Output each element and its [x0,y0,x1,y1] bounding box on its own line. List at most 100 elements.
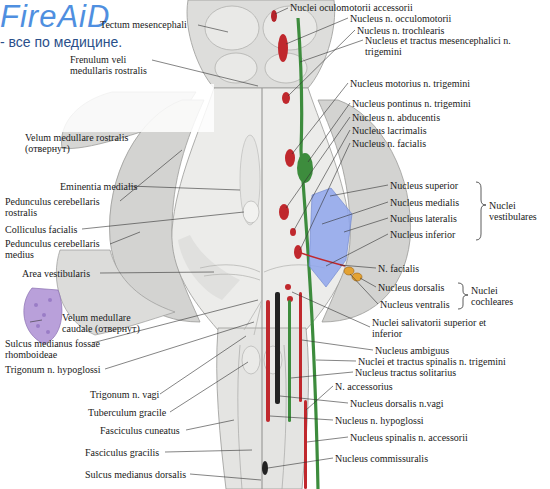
nucleus-red [304,400,307,489]
part-label: Fasciculus cuneatus [100,425,180,436]
part-label: Nucleus n. occulomotorii [350,13,451,24]
leader-line [340,265,376,268]
leader-line [286,117,350,208]
leader-line [110,232,140,244]
leader-line [292,83,348,154]
leader-line [280,396,348,403]
leader-line [120,150,182,201]
leader-line [350,274,378,304]
facial-nerve [298,252,345,266]
leader-line [300,143,350,250]
leader-line [165,450,252,452]
part-label: Nuclei vestibulares [489,200,549,222]
part-label: Nuclei salivatorii superior et inferior [372,317,492,339]
colliculus-facialis [243,201,259,223]
part-label: Frenulum veli medullaris rostralis [70,54,165,76]
leader-line [291,372,353,378]
part-label: Nucleus n. abducentis [352,112,440,123]
part-label: Nucleus n. facialis [352,138,426,149]
leader-line [306,386,333,410]
part-label: Velum medullare caudale (отвернут) [62,312,162,334]
part-label: Nucleus tractus solitarius [355,367,456,378]
part-label: Nucleus superior [390,180,458,191]
part-label: Area vestibularis [22,268,90,279]
part-label: Nucleus lateralis [390,213,457,224]
leader-line [302,340,373,350]
leader-line [330,185,388,196]
colliculus [205,6,259,50]
part-label: Tectum mesencephali [100,19,187,30]
leader-line [308,103,350,162]
leader-line [292,292,370,327]
leader-line [186,420,234,430]
watermark-panel [8,84,214,132]
leader-line [360,278,376,287]
leader-line [326,234,388,266]
leader-line [100,272,214,273]
choroid-dots [34,298,52,334]
part-label: Nuclei oculomotorii accessorii [290,2,413,13]
trigonum-outline [244,300,262,335]
bracket [458,283,468,309]
median-sulcus [262,88,263,489]
part-label: Nucleus spinalis n. accessorii [350,432,468,443]
nucleus-red [278,34,288,62]
leader-line [170,362,248,412]
part-label: Nucleus n. trochlearis [357,25,444,36]
part-label: Fasciculus gracilis [85,447,159,458]
leader-line [307,437,348,442]
area-vestibularis-shade [178,235,240,300]
watermark-text: FireAiD [0,0,550,34]
part-label: N. facialis [378,263,419,274]
nucleus-black [275,292,280,404]
nucleus-green [288,300,291,422]
part-label: Trigonum n. hypoglossi [5,364,100,375]
nucleus-black [262,461,268,475]
nucleus-orange [344,267,354,275]
part-label: N. accessorius [335,381,393,392]
part-label: Nucleus ventralis [380,299,450,310]
nucleus-red [299,292,302,402]
part-label: Velum medullare rostralis (отвернут) [25,132,135,154]
dot [42,313,46,317]
leader-line [190,474,261,480]
colliculus [215,53,257,83]
leader-line [275,8,288,14]
leader-line [128,186,240,190]
leader-line [160,336,246,394]
dot [46,330,50,334]
nucleus-green [297,153,313,183]
striae-medullares [200,265,325,280]
dot [48,298,52,302]
leader-line [198,25,228,32]
leader-line [152,60,258,86]
leader-line [294,130,350,230]
part-label: Nucleus motorius n. trigemini [350,78,470,89]
midbrain-tectum [187,0,335,88]
medulla [217,328,309,489]
leader-line [286,18,348,44]
leader-line [82,212,244,229]
leader-line [288,30,355,96]
part-label: Trigonum n. vagi [90,389,159,400]
nucleus-orange [352,273,362,281]
leader-line [300,40,363,62]
part-label: Nucleus dorsalis [378,282,444,293]
dot [34,303,38,307]
part-label: Sulcus medianus fossae rhomboideae [5,338,100,360]
cut-surface-left [56,250,175,335]
nucleus-red [285,284,291,290]
dot [36,324,40,328]
part-label: Nucleus n. hypoglossi [335,415,424,426]
part-label: Nucleus dorsalis n.vagi [350,398,444,409]
nucleus-red [266,300,270,422]
part-label: Nuclei et tractus spinalis n. trigemini [358,356,506,367]
leader-line [30,320,42,322]
part-label: Nucleus medialis [390,197,459,208]
leader-line [316,360,356,361]
part-label: Nucleus ambiguus [375,345,449,356]
part-label: Pedunculus cerebellaris medius [5,238,120,260]
part-label: Nucleus lacrimalis [352,125,427,136]
